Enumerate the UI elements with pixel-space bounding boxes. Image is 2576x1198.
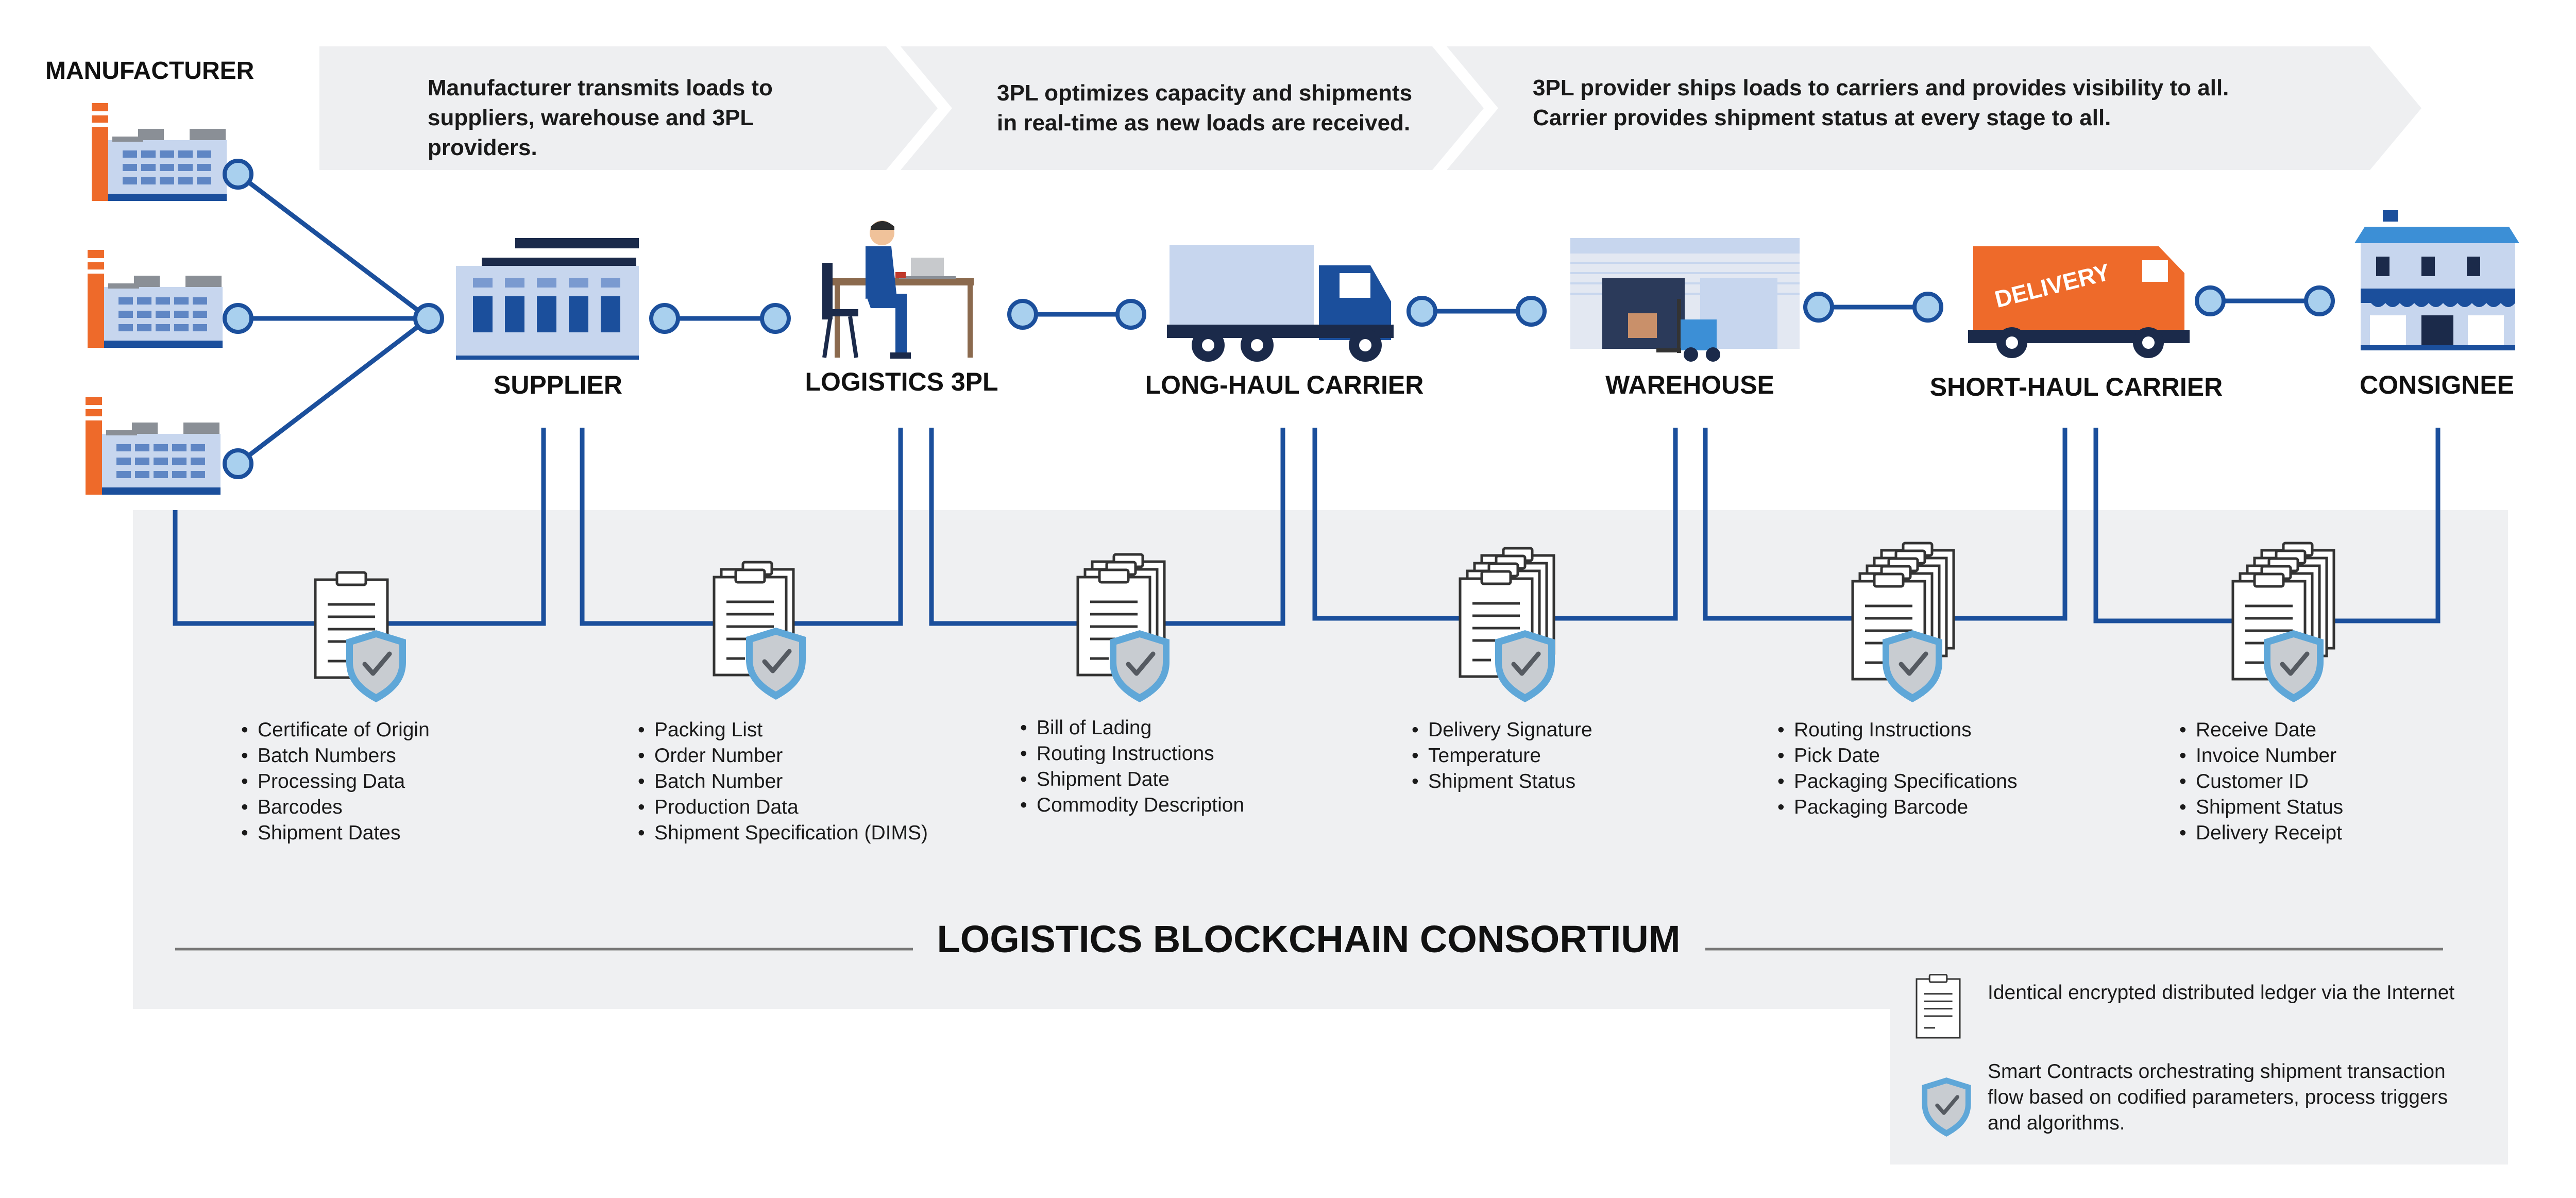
factory-icon-2 xyxy=(88,250,223,348)
node-circles xyxy=(223,159,2335,479)
stage-label-consignee: CONSIGNEE xyxy=(2359,370,2515,399)
list-item: Shipment Status xyxy=(1412,769,1592,795)
banner-text-3: 3PL provider ships loads to carriers and… xyxy=(1533,75,2229,130)
list-item: Batch Number xyxy=(638,769,928,795)
list-item: Invoice Number xyxy=(2179,743,2343,769)
stage-label-short-haul-carrier: SHORT-HAUL CARRIER xyxy=(1929,373,2223,401)
stage-label-supplier: SUPPLIER xyxy=(493,370,623,399)
list-item: Shipment Specification (DIMS) xyxy=(638,820,928,846)
document-list-manufacturer: Certificate of Origin Batch Numbers Proc… xyxy=(241,717,430,846)
document-list-long-haul-carrier: Delivery Signature Temperature Shipment … xyxy=(1412,717,1592,795)
legend-smart-contract-text: Smart Contracts orchestrating shipment t… xyxy=(1988,1060,2448,1134)
building-icon xyxy=(456,238,639,360)
list-item: Shipment Status xyxy=(2179,795,2343,820)
factory-icon-1 xyxy=(92,103,227,201)
legend-ledger-text: Identical encrypted distributed ledger v… xyxy=(1988,982,2455,1004)
list-item: Batch Numbers xyxy=(241,743,430,769)
banner-text-1: Manufacturer transmits loads to supplier… xyxy=(428,75,773,160)
delivery-truck-icon: DELIVERY xyxy=(1968,246,2190,358)
banner-2-shape xyxy=(901,46,1484,170)
list-item: Packaging Specifications xyxy=(1777,769,2018,795)
consortium-panel xyxy=(133,510,2508,1009)
list-item: Delivery Receipt xyxy=(2179,820,2343,846)
list-item: Receive Date xyxy=(2179,717,2343,743)
document-icon-6 xyxy=(2233,543,2334,702)
list-item: Barcodes xyxy=(241,795,430,820)
list-item: Commodity Description xyxy=(1020,792,1244,818)
legend-panel xyxy=(1890,994,2508,1165)
list-item: Bill of Lading xyxy=(1020,715,1244,741)
stage-label-logistics-3pl: LOGISTICS 3PL xyxy=(805,367,998,396)
banner-3-shape xyxy=(1447,46,2421,170)
list-item: Processing Data xyxy=(241,769,430,795)
document-icon-5 xyxy=(1853,543,1954,702)
storefront-icon xyxy=(2354,210,2519,350)
list-item: Packing List xyxy=(638,717,928,743)
list-item: Routing Instructions xyxy=(1020,741,1244,767)
list-item: Routing Instructions xyxy=(1777,717,2018,743)
document-list-warehouse: Routing Instructions Pick Date Packaging… xyxy=(1777,717,2018,820)
truck-icon xyxy=(1167,245,1394,362)
list-item: Order Number xyxy=(638,743,928,769)
flow-connectors xyxy=(236,172,2319,466)
list-item: Pick Date xyxy=(1777,743,2018,769)
list-item: Shipment Date xyxy=(1020,767,1244,792)
stage-label-long-haul-carrier: LONG-HAUL CARRIER xyxy=(1145,370,1424,399)
list-item: Packaging Barcode xyxy=(1777,795,2018,820)
document-list-logistics-3pl: Bill of Lading Routing Instructions Ship… xyxy=(1020,715,1244,818)
banner-1-shape xyxy=(319,46,938,170)
list-item: Shipment Dates xyxy=(241,820,430,846)
document-list-consignee: Receive Date Invoice Number Customer ID … xyxy=(2179,717,2343,846)
manufacturer-label: MANUFACTURER xyxy=(45,57,255,85)
warehouse-forklift-icon xyxy=(1570,238,1800,362)
person-at-desk-icon xyxy=(822,221,974,359)
factory-icon-3 xyxy=(86,397,221,495)
ledger-document-icon xyxy=(1916,974,1961,1039)
banner-text-2: 3PL optimizes capacity and shipments in … xyxy=(997,80,1413,136)
stage-label-warehouse: WAREHOUSE xyxy=(1605,370,1774,399)
list-item: Certificate of Origin xyxy=(241,717,430,743)
document-list-supplier: Packing List Order Number Batch Number P… xyxy=(638,717,928,846)
list-item: Production Data xyxy=(638,795,928,820)
list-item: Temperature xyxy=(1412,743,1592,769)
list-item: Delivery Signature xyxy=(1412,717,1592,743)
list-item: Customer ID xyxy=(2179,769,2343,795)
consortium-title: LOGISTICS BLOCKCHAIN CONSORTIUM xyxy=(937,918,1681,960)
